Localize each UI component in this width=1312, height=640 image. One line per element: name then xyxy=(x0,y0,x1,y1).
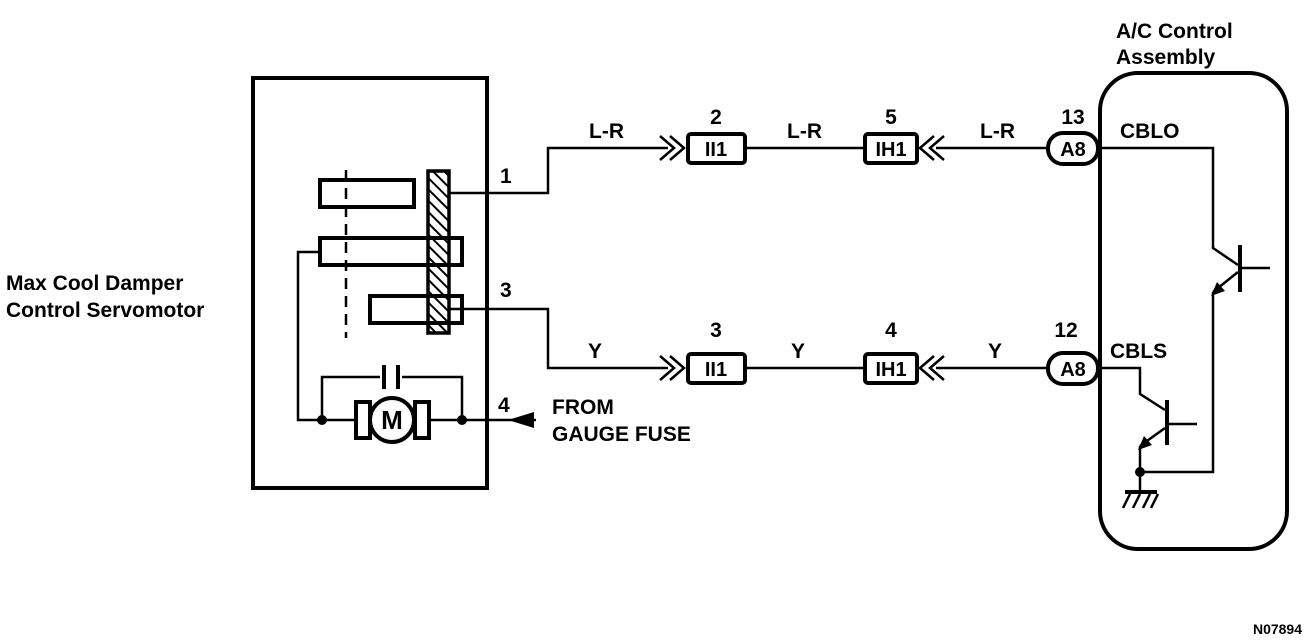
upper-connector-3-code: A8 xyxy=(1060,139,1086,161)
lower-wire-color-1: Y xyxy=(588,340,602,363)
feed-label-line2: GAUGE FUSE xyxy=(552,423,691,446)
lower-connector-1-pin: 3 xyxy=(710,319,722,342)
figure-reference: N07894 xyxy=(1253,621,1302,637)
lower-connector-2-code: IH1 xyxy=(875,359,906,381)
transistor-upper-emitter-arrow xyxy=(1211,282,1225,296)
servo-pin-1: 1 xyxy=(500,165,512,188)
moving-contact-plate xyxy=(426,169,451,335)
servo-pin-3: 3 xyxy=(500,279,512,302)
terminal-cblo: CBLO xyxy=(1120,120,1180,143)
contact-bar-upper xyxy=(318,178,416,209)
transistor-lower-emitter-arrow xyxy=(1138,436,1152,450)
servo-pin-4: 4 xyxy=(498,394,510,417)
upper-connector-2 xyxy=(863,132,919,165)
lower-connector-3-pin: 12 xyxy=(1054,319,1077,342)
upper-wire-color-3: L-R xyxy=(980,120,1015,143)
upper-connector-2-code: IH1 xyxy=(875,139,906,161)
motor-brush-right xyxy=(413,400,431,440)
upper-connector-3-pin: 13 xyxy=(1061,106,1084,129)
upper-connector-2-pin: 5 xyxy=(885,106,897,129)
feed-arrow xyxy=(508,412,534,428)
lower-wire-color-3: Y xyxy=(988,340,1002,363)
terminal-cbls: CBLS xyxy=(1110,340,1167,363)
upper-connector-1-code: II1 xyxy=(705,139,727,161)
upper-wire-color-1: L-R xyxy=(589,120,624,143)
ac-control-assembly-box xyxy=(1098,71,1289,551)
upper-wire-color-2: L-R xyxy=(787,120,822,143)
lower-connector-2-pin: 4 xyxy=(885,319,897,342)
lower-connector-1-code: II1 xyxy=(705,359,727,381)
servo-label-line2: Control Servomotor xyxy=(6,299,204,322)
lower-connector-3-code: A8 xyxy=(1060,359,1086,381)
ac-control-title-line1: A/C Control xyxy=(1116,20,1233,43)
upper-connector-1-pin: 2 xyxy=(710,106,722,129)
lower-connector-2 xyxy=(863,352,919,385)
servo-label-line1: Max Cool Damper xyxy=(6,272,183,295)
motor-letter: M xyxy=(381,405,403,435)
motor-symbol xyxy=(368,396,416,444)
lower-wire-color-2: Y xyxy=(791,340,805,363)
feed-label-line1: FROM xyxy=(552,396,614,419)
ac-control-title-line2: Assembly xyxy=(1116,46,1216,69)
motor-brush-left xyxy=(354,400,372,440)
